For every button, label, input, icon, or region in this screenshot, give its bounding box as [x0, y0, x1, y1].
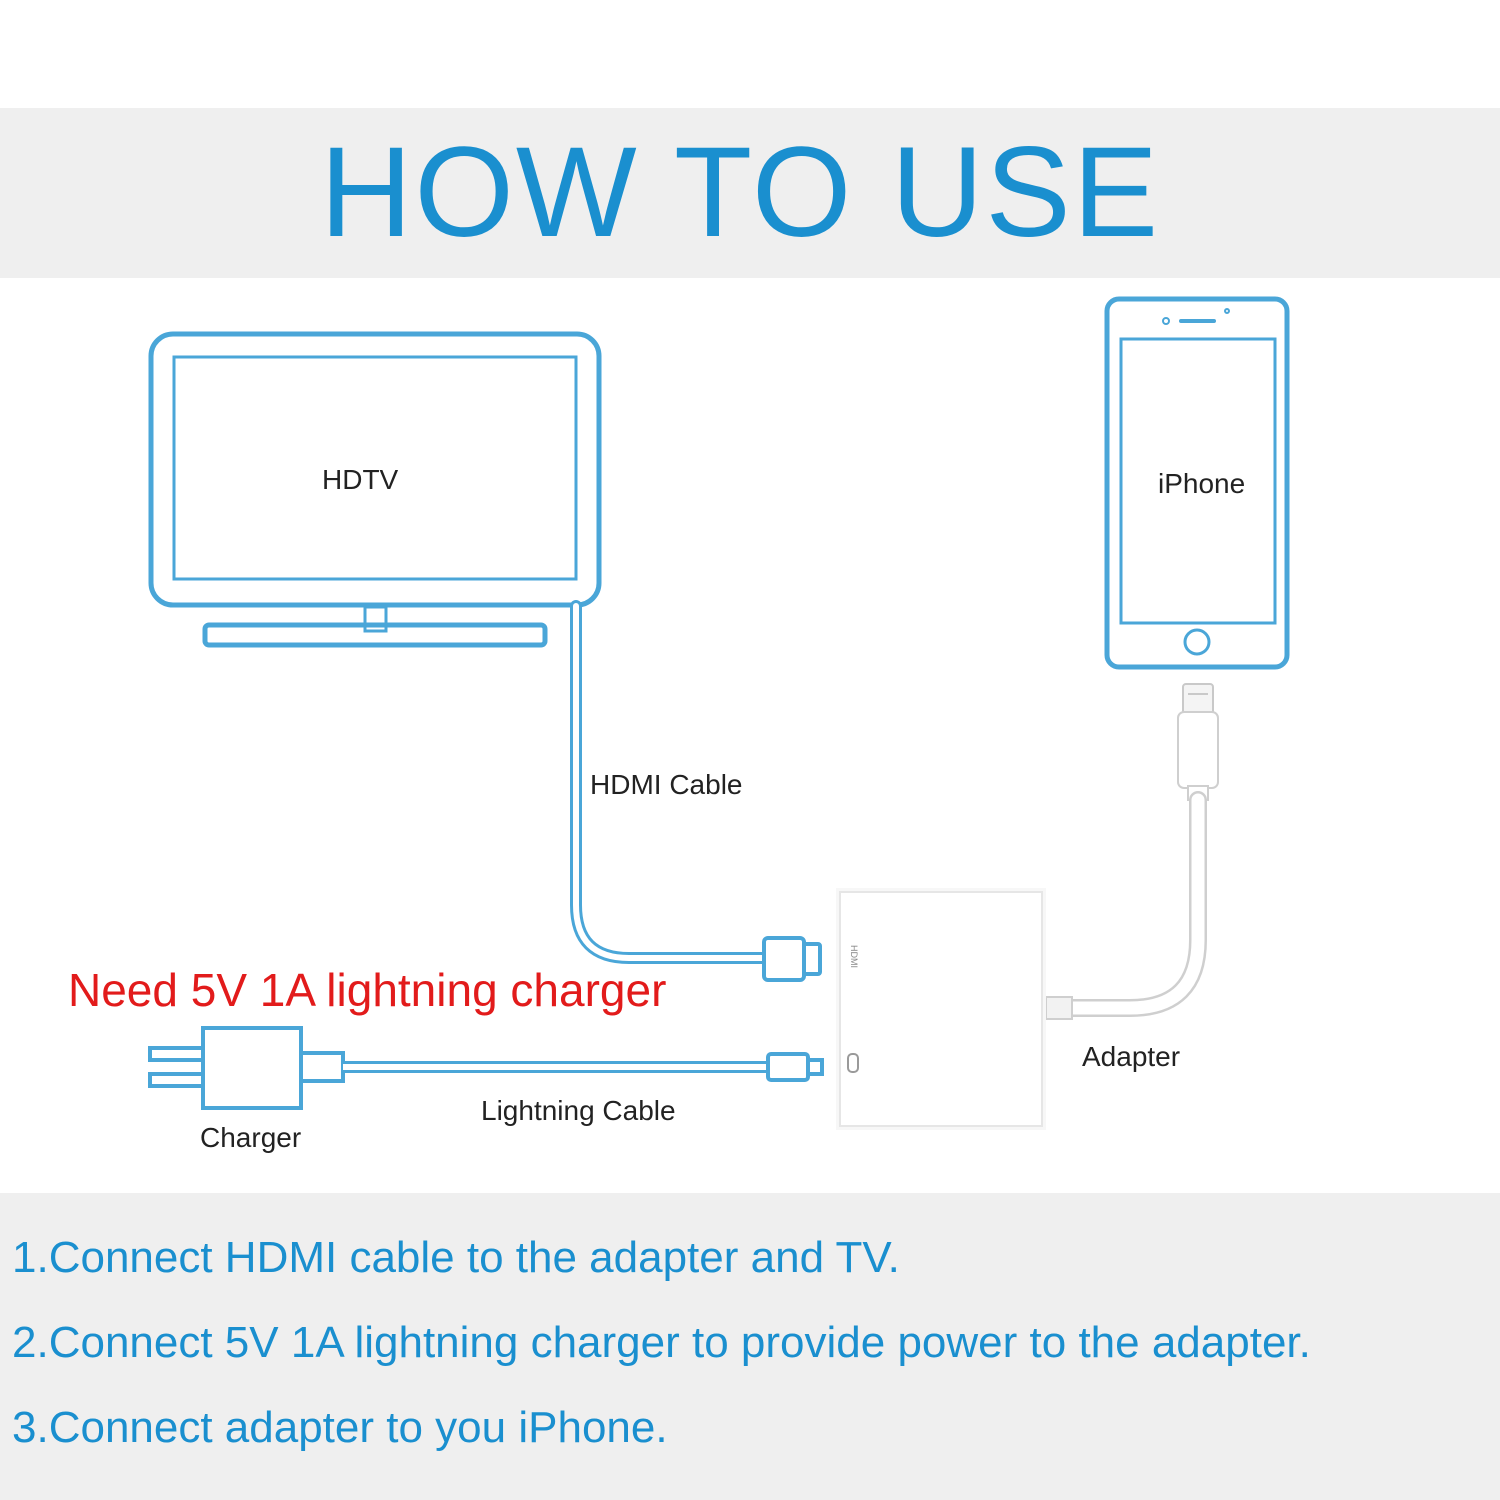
header-band — [0, 108, 1500, 278]
charger-icon — [148, 1026, 345, 1110]
hdtv-label: HDTV — [322, 464, 399, 495]
iphone-icon — [1104, 296, 1290, 670]
adapter-icon — [836, 888, 1046, 1130]
adapter-label: Adapter — [1082, 1041, 1181, 1072]
adapter-port-label: HDMI — [849, 945, 859, 968]
page-title: HOW TO USE — [319, 121, 1161, 264]
hdmi-plug-icon — [762, 936, 822, 982]
iphone-lightning-cable — [1045, 683, 1219, 1020]
hdtv-icon — [148, 331, 602, 648]
step-2: 2.Connect 5V 1A lightning charger to pro… — [12, 1318, 1311, 1367]
step-3: 3.Connect adapter to you iPhone. — [12, 1403, 668, 1452]
charger-label: Charger — [200, 1122, 302, 1153]
steps-band — [0, 1193, 1500, 1500]
charger-requirement-note: Need 5V 1A lightning charger — [68, 964, 667, 1016]
lightning-cable-label: Lightning Cable — [481, 1095, 676, 1126]
hdmi-cable — [570, 600, 770, 964]
step-1: 1.Connect HDMI cable to the adapter and … — [12, 1233, 900, 1282]
hdmi-cable-label: HDMI Cable — [590, 769, 743, 800]
iphone-label: iPhone — [1158, 468, 1246, 499]
lightning-plug-icon — [766, 1052, 824, 1082]
